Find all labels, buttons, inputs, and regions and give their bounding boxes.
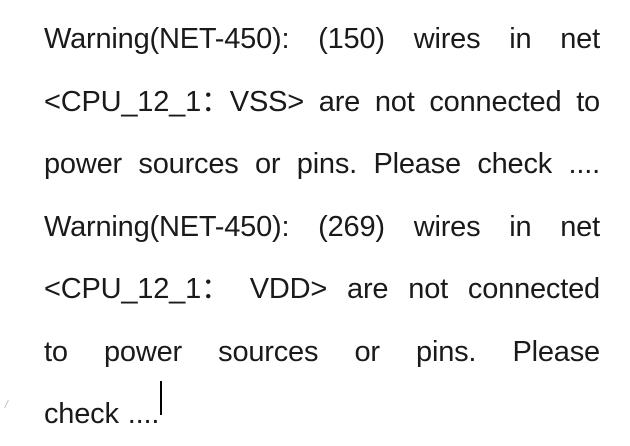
word: power — [44, 148, 122, 180]
word: sources — [218, 335, 319, 368]
text-line-3: power sources or pins. Please check .... — [44, 133, 600, 196]
word: pins. — [296, 148, 358, 180]
margin-mark — [4, 400, 15, 408]
word: in — [509, 210, 532, 243]
word: Warning(NET-450): — [44, 210, 290, 243]
word: sources — [138, 148, 239, 180]
text-line-5: <CPU_12_1： VDD> are not connected — [44, 258, 600, 321]
text-line-7: check .... — [44, 381, 600, 446]
word: wires — [413, 210, 481, 243]
word: (150) — [318, 23, 385, 55]
word: wires — [413, 23, 481, 55]
text-line-1: Warning(NET-450): (150) wires in net — [44, 8, 600, 71]
text-line-6: to power sources or pins. Please — [44, 321, 600, 384]
word: or — [354, 335, 380, 368]
word: connected — [467, 273, 600, 305]
text-line-4: Warning(NET-450): (269) wires in net — [44, 196, 600, 259]
word: <CPU_12_1： — [44, 273, 230, 305]
text-line-2: <CPU_12_1：VSS> are not connected to — [44, 71, 600, 134]
word: .... — [127, 398, 160, 430]
word: Please — [373, 148, 461, 180]
word: in — [509, 23, 532, 55]
word: <CPU_12_1：VSS> — [44, 85, 304, 118]
word: check — [477, 148, 553, 180]
word: Warning(NET-450): — [44, 23, 290, 55]
text-cursor — [160, 381, 162, 415]
word: VDD> — [249, 273, 328, 305]
word: are — [318, 85, 361, 118]
word: pins. — [416, 335, 477, 368]
word: Please — [512, 335, 600, 368]
word: not — [408, 273, 448, 305]
word: or — [254, 148, 281, 180]
word: to — [44, 335, 68, 368]
word: are — [347, 273, 389, 305]
word: connected — [429, 85, 562, 118]
word: not — [374, 85, 415, 118]
word: (269) — [318, 210, 385, 243]
warning-text-block[interactable]: Warning(NET-450): (150) wires in net <CP… — [44, 8, 600, 446]
word: net — [560, 23, 600, 55]
word: .... — [568, 148, 601, 180]
word: to — [576, 85, 600, 118]
word: power — [103, 335, 182, 368]
word: net — [560, 210, 600, 243]
word: check — [44, 398, 119, 430]
